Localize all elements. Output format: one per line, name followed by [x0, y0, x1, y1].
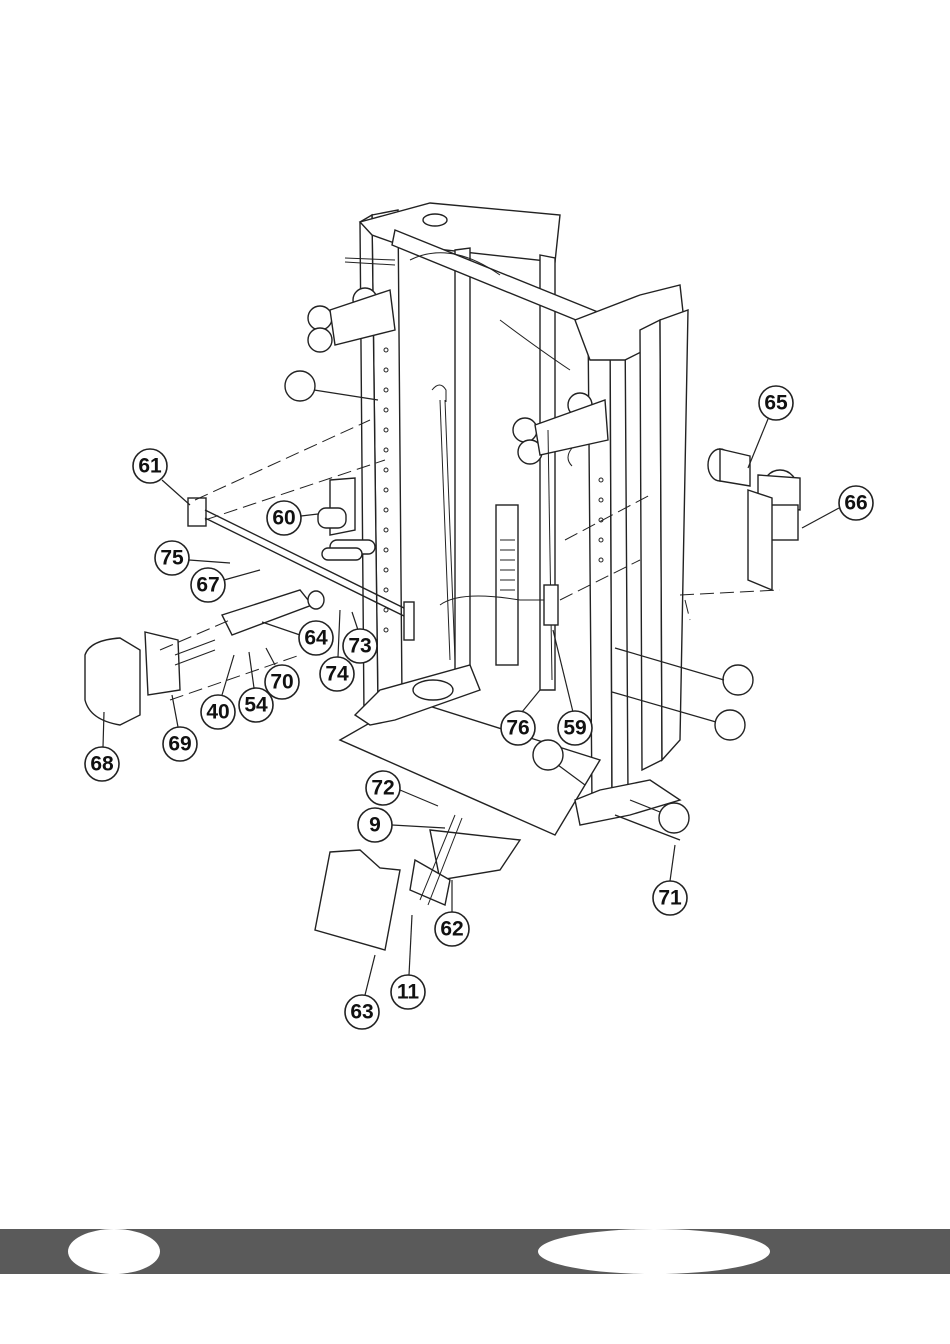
foot-plate-assembly [410, 815, 520, 905]
callout-69: 69 [163, 695, 197, 761]
callout-label: 65 [764, 392, 788, 415]
callout-75: 75 [155, 541, 230, 575]
roller-attachment [708, 449, 800, 590]
callout-label: 76 [506, 717, 529, 740]
callout-label: 59 [563, 717, 586, 740]
callout-61: 61 [133, 449, 190, 505]
callout-40: 40 [201, 655, 235, 729]
pad-attachment [85, 632, 215, 725]
callout-label: 66 [844, 492, 867, 515]
callout-59: 59 [553, 630, 592, 745]
callout-label: 62 [440, 918, 463, 941]
callout-70: 70 [265, 648, 299, 699]
callout-64: 64 [262, 621, 333, 655]
callout-11: 11 [391, 915, 425, 1009]
callouts: 61 60 75 67 64 73 74 [85, 386, 873, 1029]
callout-label: 40 [206, 701, 229, 724]
callout-label: 72 [371, 777, 394, 800]
callout-76: 76 [501, 690, 540, 745]
callout-label: 67 [196, 574, 219, 597]
callout-label: 71 [658, 887, 682, 910]
callout-label: 73 [348, 635, 371, 658]
callout-label: 74 [325, 663, 349, 686]
footer-page-oval-left [68, 1229, 160, 1274]
foot-plate-cover [315, 850, 400, 950]
callout-65: 65 [748, 386, 793, 468]
callout-label: 69 [168, 733, 191, 756]
callout-label: 63 [350, 1001, 373, 1024]
callout-label: 54 [244, 694, 268, 717]
callout-label: 70 [270, 671, 293, 694]
callout-label: 68 [90, 753, 114, 776]
footer-page-oval-right [538, 1229, 770, 1274]
callout-66: 66 [802, 486, 873, 528]
callout-67: 67 [191, 568, 260, 602]
callout-label: 11 [397, 981, 420, 1004]
callout-label: 61 [138, 455, 162, 478]
machine-frame [308, 203, 688, 835]
callout-label: 60 [272, 507, 295, 530]
callout-60: 60 [267, 501, 318, 535]
callout-label: 64 [304, 627, 328, 650]
callout-63: 63 [345, 955, 379, 1029]
callout-71: 71 [653, 845, 687, 915]
callout-label: 9 [369, 814, 381, 837]
callout-label: 75 [160, 547, 184, 570]
